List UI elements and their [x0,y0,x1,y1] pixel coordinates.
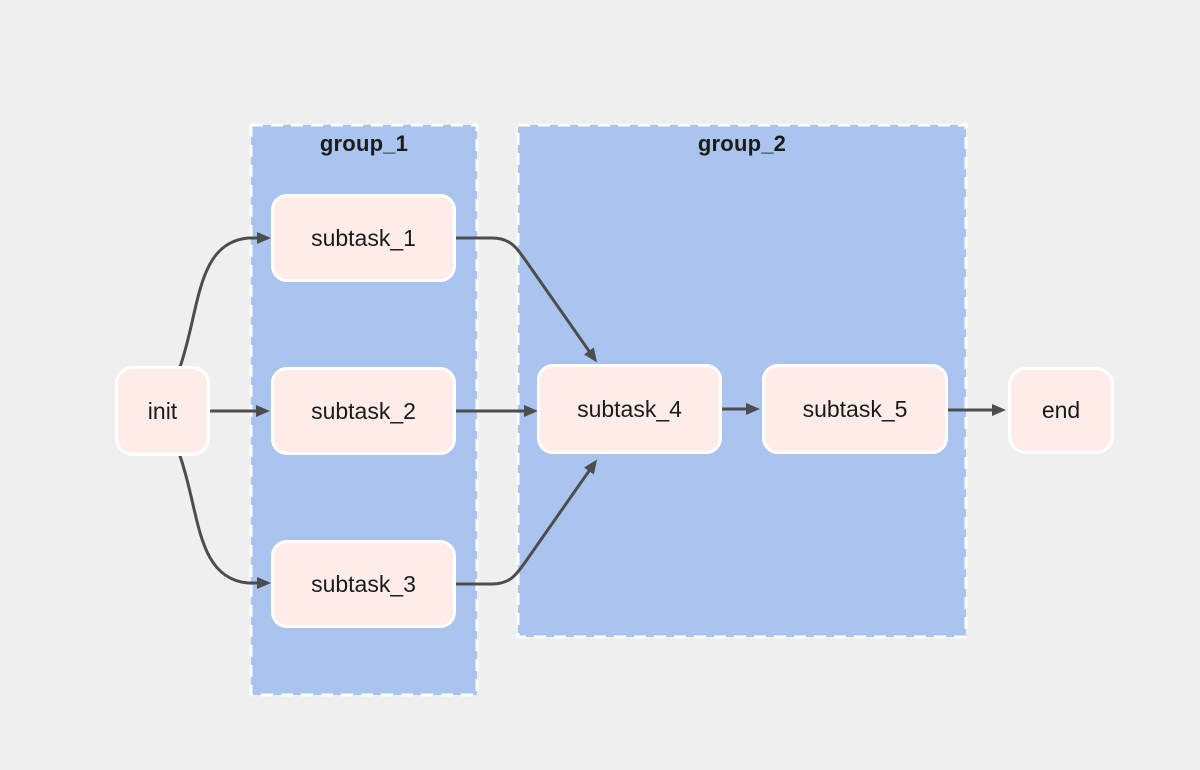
edge-init-to-subtask-3 [178,454,271,589]
edge-subtask-3-to-subtask-4 [454,459,598,586]
group-1-title: group_1 [319,131,409,156]
node-subtask-2: subtask_2 [271,367,456,455]
node-init: init [115,366,210,456]
node-subtask-1: subtask_1 [271,194,456,282]
node-subtask-3: subtask_3 [271,540,456,628]
node-subtask-4: subtask_4 [537,364,722,454]
node-end: end [1008,367,1114,454]
edge-init-to-subtask-1 [178,232,271,369]
edge-subtask-1-to-subtask-4 [454,236,598,363]
node-subtask-5: subtask_5 [762,364,948,454]
group-2-title: group_2 [697,131,787,156]
